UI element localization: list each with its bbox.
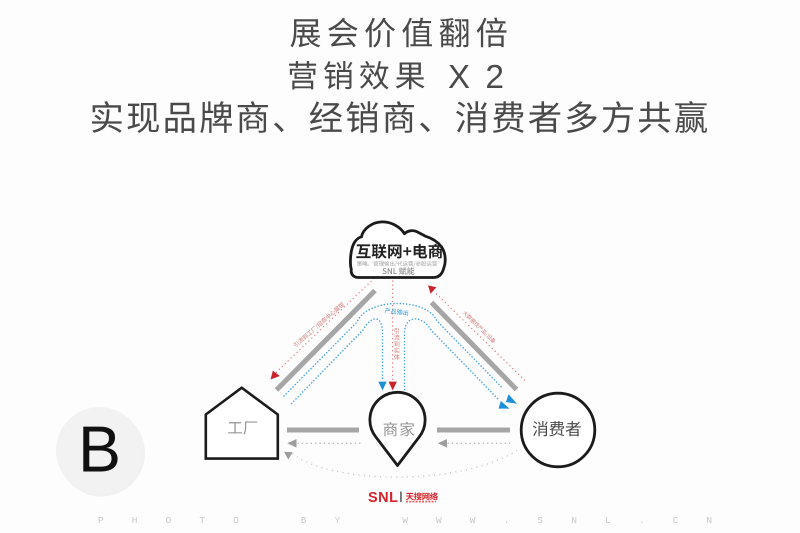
svg-text:PHOTO BY WWW.SNL.CN: PHOTO BY WWW.SNL.CN: [98, 515, 740, 526]
svg-text:B: B: [78, 414, 121, 486]
svg-text:2: 2: [485, 59, 504, 96]
svg-text:X: X: [448, 58, 470, 95]
svg-text:SNL: SNL: [368, 490, 399, 506]
